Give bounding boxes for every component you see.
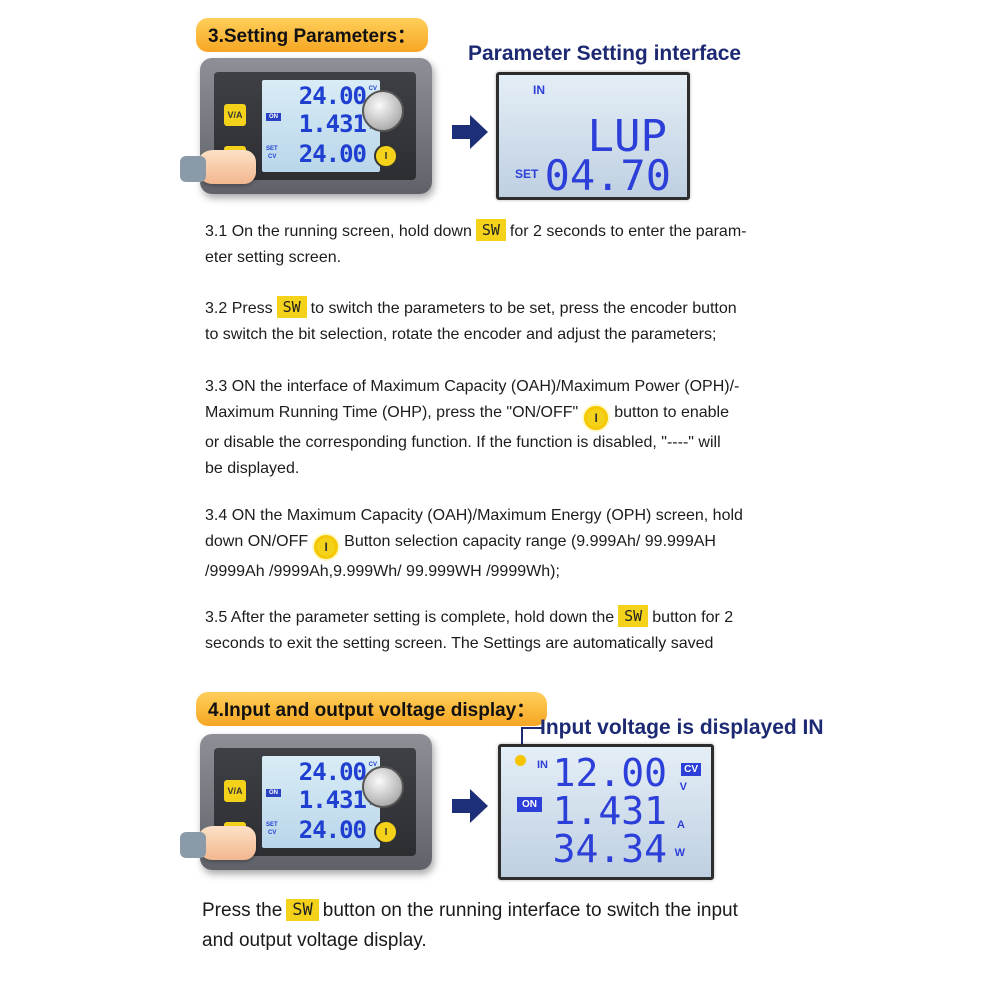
lcd-set-label: SET	[266, 146, 278, 152]
p32-text-b: to switch the parameters to be set, pres…	[310, 300, 737, 317]
pointing-hand-icon	[180, 150, 256, 184]
lcd-set-label: SET	[515, 167, 539, 181]
lcd-a-label: A	[677, 819, 685, 831]
lcd-row-voltage: 24.00	[298, 758, 367, 786]
power-button-icon: I	[374, 820, 398, 844]
p34-text-c: Button selection capacity range (9.999Ah…	[344, 533, 716, 550]
lcd-cv-badge: CV	[681, 763, 701, 776]
indicator-dot-icon	[515, 755, 526, 766]
lcd-row-voltage: 24.00	[298, 82, 367, 110]
lcd-on-badge: ON	[266, 113, 281, 121]
sw-key-icon: SW	[276, 296, 307, 318]
lcd-v-label: V	[679, 781, 687, 793]
va-key: V/A	[224, 104, 246, 126]
lcd-row-current: 1.431	[298, 110, 367, 138]
p33-text-e: be displayed.	[205, 460, 300, 477]
s4-text-c: and output voltage display.	[202, 930, 427, 951]
lcd-in-label: IN	[537, 759, 548, 771]
lcd-row-current: 1.431	[298, 786, 367, 814]
p35-text-c: seconds to exit the setting screen. The …	[205, 635, 714, 652]
p34-text-d: /9999Ah /9999Ah,9.999Wh/ 99.999WH /9999W…	[205, 563, 560, 580]
arrow-right-icon	[452, 115, 488, 149]
section-3-title: 3.Setting Parameters：	[196, 18, 429, 52]
pointing-hand-icon	[180, 826, 256, 860]
lcd-input-voltage: 12.00	[552, 751, 667, 795]
s4-text-a: Press the	[202, 900, 283, 921]
lcd-w-label: W	[674, 847, 685, 859]
device-lcd: 24.00 CV V ON 1.431 A SET CV 24.00	[262, 756, 380, 848]
device-lcd: 24.00 CV V ON 1.431 A SET CV 24.00	[262, 80, 380, 172]
p31-text-a: 3.1 On the running screen, hold down	[205, 223, 472, 240]
lcd-current: 1.431	[552, 789, 667, 833]
on-off-button-icon: I	[314, 535, 339, 559]
sw-key-icon: SW	[475, 219, 506, 241]
p33-text-b: Maximum Running Time (OHP), press the "O…	[205, 404, 579, 421]
section-4-title: 4.Input and output voltage display：	[196, 692, 548, 726]
on-off-button-icon: I	[584, 406, 609, 430]
p35-text-a: 3.5 After the parameter setting is compl…	[205, 609, 615, 626]
lcd-in-label: IN	[533, 83, 545, 97]
encoder-knob	[362, 90, 404, 132]
lcd-power: 34.34	[552, 827, 667, 871]
lcd-set-label: SET	[266, 822, 278, 828]
device-face: V/A SW 24.00 CV V ON 1.431 A SET CV 24.0…	[214, 72, 416, 180]
lcd-param-value: 04.70	[544, 151, 671, 200]
va-key: V/A	[224, 780, 246, 802]
running-lcd-screen: IN 12.00 CV V ON 1.431 A 34.34 W	[498, 744, 714, 880]
p35-text-b: button for 2	[652, 609, 734, 626]
p31-text-b: for 2 seconds to enter the param-	[509, 223, 747, 240]
lcd-cv-label: CV	[368, 86, 377, 92]
p31-text-c: eter setting screen.	[205, 249, 342, 266]
lcd-on-badge: ON	[266, 789, 281, 797]
arrow-right-icon	[452, 789, 488, 823]
lcd-cv2-label: CV	[268, 154, 277, 160]
power-button-icon: I	[374, 144, 398, 168]
paragraph-3-5: 3.5 After the parameter setting is compl…	[205, 605, 815, 657]
lcd-row-set: 24.00	[298, 816, 367, 844]
input-voltage-callout: Input voltage is displayed IN	[540, 716, 824, 739]
sw-key-icon: SW	[286, 899, 319, 921]
p33-text-d: or disable the corresponding function. I…	[205, 434, 721, 451]
lcd-row-set: 24.00	[298, 140, 367, 168]
lcd-on-badge: ON	[517, 797, 542, 812]
s4-text-b: button on the running interface to switc…	[322, 900, 738, 921]
lcd-param-name: LUP	[587, 111, 667, 162]
p34-text-b: down ON/OFF	[205, 533, 309, 550]
paragraph-3-3: 3.3 ON the interface of Maximum Capacity…	[205, 374, 815, 482]
lcd-cv-label: CV	[368, 762, 377, 768]
p32-text-a: 3.2 Press	[205, 300, 273, 317]
parameter-lcd-screen: IN LUP SET 04.70	[496, 72, 690, 200]
p34-text-a: 3.4 ON the Maximum Capacity (OAH)/Maximu…	[205, 507, 743, 524]
parameter-setting-heading: Parameter Setting interface	[468, 42, 742, 65]
lcd-cv2-label: CV	[268, 830, 277, 836]
paragraph-3-4: 3.4 ON the Maximum Capacity (OAH)/Maximu…	[205, 503, 815, 585]
p32-text-c: to switch the bit selection, rotate the …	[205, 326, 717, 343]
power-module-device: V/A SW 24.00 CV V ON 1.431 A SET CV 24.0…	[200, 58, 432, 194]
p33-text-c: button to enable	[614, 404, 729, 421]
encoder-knob	[362, 766, 404, 808]
sw-key-icon: SW	[618, 605, 649, 627]
p33-text-a: 3.3 ON the interface of Maximum Capacity…	[205, 378, 740, 395]
